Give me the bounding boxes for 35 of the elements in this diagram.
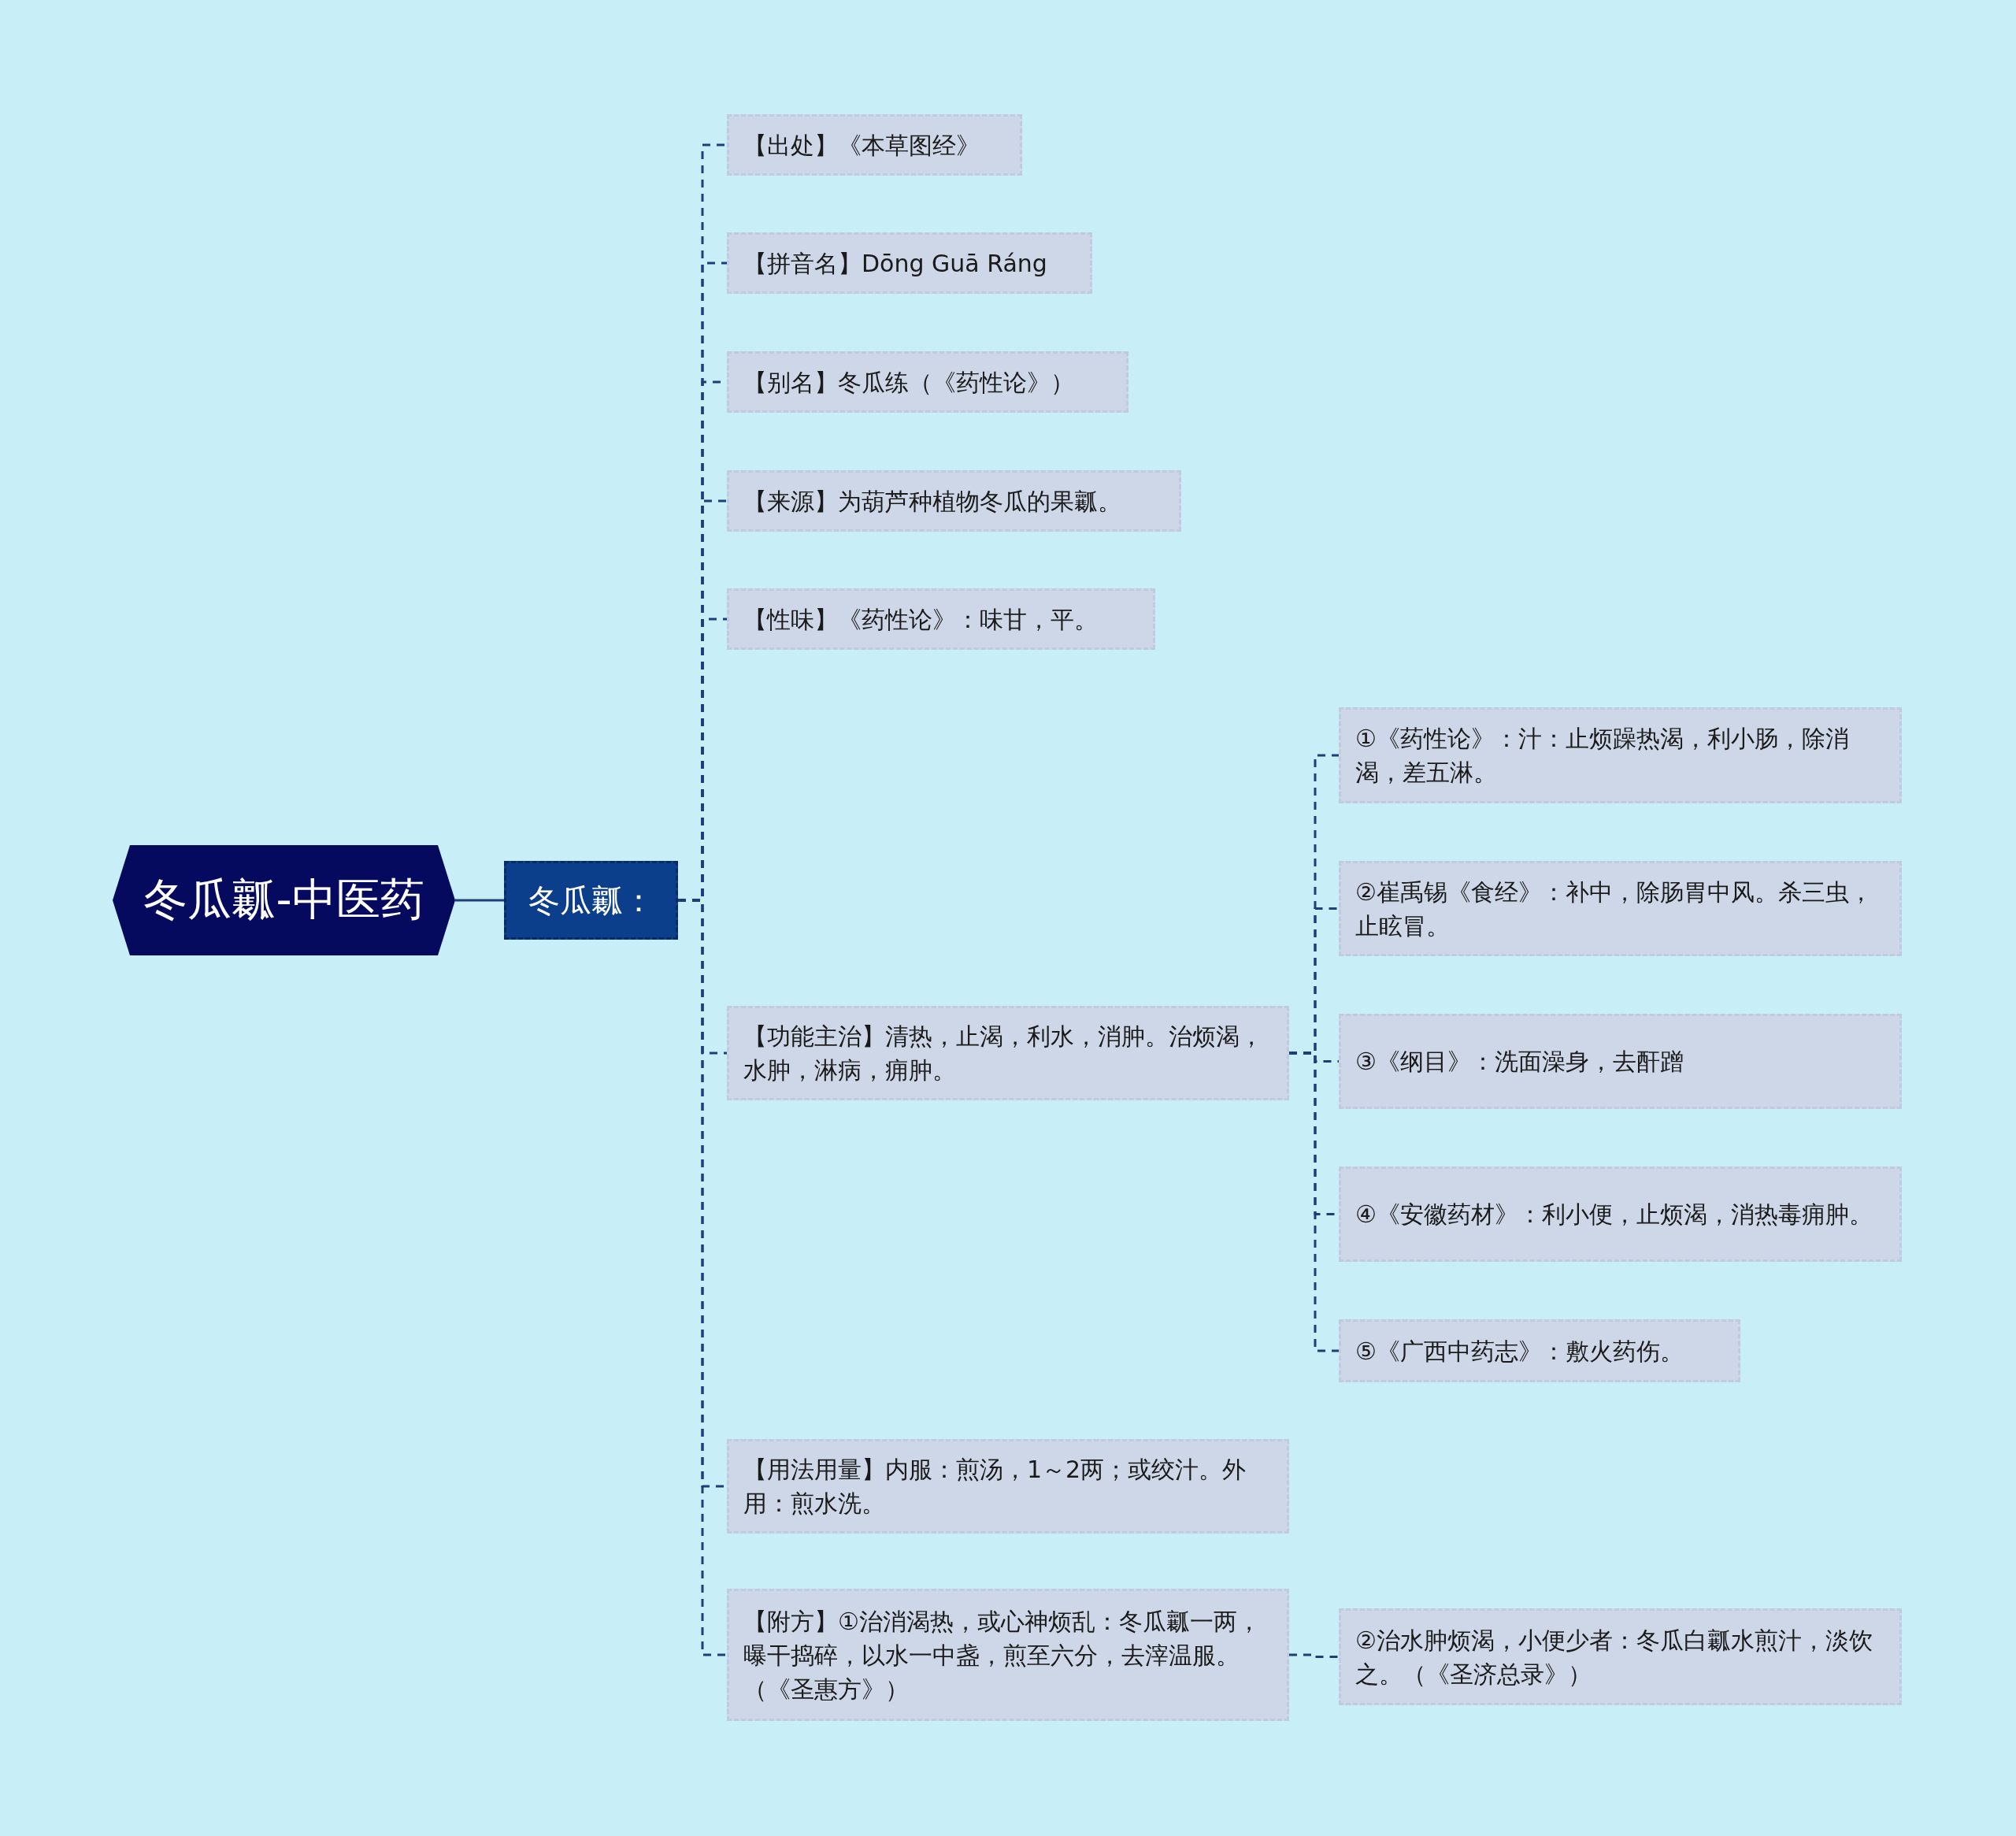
- node-text: 【附方】①治消渴热，或心神烦乱：冬瓜瓤一两，曝干捣碎，以水一中盏，煎至六分，去滓温服。（《圣惠方》）: [743, 1606, 1262, 1704]
- node-text: ②崔禹锡《食经》：补中，除肠胃中风。杀三虫，止眩冒。: [1355, 877, 1873, 941]
- node-text: 【功能主治】清热，止渴，利水，消肿。治烦渴，水肿，淋病，痈肿。: [743, 1022, 1264, 1085]
- node-text: ④《安徽药材》：利小便，止烦渴，消热毒痈肿。: [1355, 1200, 1873, 1230]
- connector-line: [1289, 1653, 1339, 1658]
- connector-line: [1289, 1052, 1339, 1352]
- note-box: [727, 114, 1022, 176]
- node-text: 冬瓜瓤-中医药: [143, 873, 424, 926]
- node-text: 【来源】为葫芦种植物冬瓜的果瓤。: [743, 486, 1121, 517]
- note-box: [1339, 1319, 1740, 1382]
- note-box: [1339, 1608, 1902, 1705]
- node-text: 【出处】《本草图经》: [743, 130, 980, 161]
- node-text: 【用法用量】内服：煎汤，1～2两；或绞汁。外用：煎水洗。: [743, 1455, 1247, 1519]
- topic-hexagon: [113, 845, 455, 955]
- branch-box: [504, 861, 678, 940]
- node-text: ①《药性论》：汁：止烦躁热渴，利小肠，除消渴，差五淋。: [1355, 724, 1850, 788]
- node-text: ③《纲目》：洗面澡身，去酐蹭: [1355, 1047, 1684, 1077]
- note-box: [1339, 1167, 1902, 1262]
- note-box: [727, 588, 1155, 650]
- note-box: [727, 470, 1181, 532]
- node-text: ②治水肿烦渴，小便少者：冬瓜白瓤水煎汁，淡饮之。（《圣济总录》）: [1355, 1625, 1873, 1689]
- note-box: [727, 1006, 1289, 1100]
- node-text: 【拼音名】Dōng Guā Ráng: [743, 248, 1047, 279]
- note-box: [727, 1589, 1289, 1721]
- node-text: 【别名】冬瓜练（《药性论》）: [743, 367, 1074, 398]
- connector-line: [455, 899, 504, 902]
- note-box: [727, 1439, 1289, 1534]
- node-text: 冬瓜瓤：: [528, 881, 654, 920]
- node-text: 【性味】《药性论》：味甘，平。: [743, 604, 1098, 635]
- note-box: [1339, 707, 1902, 803]
- node-text: ⑤《广西中药志》：敷火药伤。: [1355, 1336, 1684, 1367]
- note-box: [727, 232, 1092, 294]
- note-box: [727, 351, 1128, 413]
- note-box: [1339, 861, 1902, 956]
- note-box: [1339, 1014, 1902, 1109]
